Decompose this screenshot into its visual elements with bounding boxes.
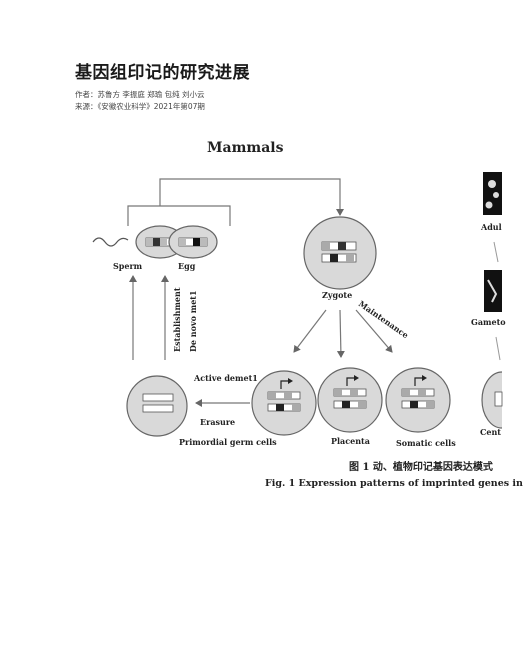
figure-diagram: Mammals Sperm Egg Zygote Maintenance Est…	[92, 140, 507, 448]
figure-caption-en: Fig. 1 Expression patterns of imprinted …	[265, 478, 523, 489]
article-title: 基因组印记的研究进展	[75, 63, 250, 83]
somatic-cell	[385, 367, 451, 433]
zygote-cell	[303, 216, 377, 290]
gametophyte-image	[484, 270, 502, 312]
label-erasure: Erasure	[200, 417, 235, 427]
zygote-chromosomes	[321, 241, 357, 263]
arrow-zygote-somatic	[355, 309, 393, 353]
pgc-erased-chromosomes	[142, 393, 174, 413]
figure-caption-cn: 图 1 动、植物印记基因表达模式	[349, 462, 493, 473]
adult-plant-image	[483, 172, 502, 215]
arrow-zygote-pgc	[293, 309, 327, 353]
label-somatic: Somatic cells	[396, 438, 456, 448]
label-zygote: Zygote	[322, 290, 352, 300]
plant-panel-partial: Adul Gameto Cent	[471, 172, 506, 437]
article-source: 来源：《安徽农业科学》2021年第07期	[75, 102, 205, 111]
label-de-novo: De novo met1	[188, 290, 198, 352]
label-placenta: Placenta	[331, 436, 370, 446]
somatic-chromosomes	[401, 375, 435, 409]
label-active-demet: Active demet1	[193, 373, 258, 383]
label-egg: Egg	[178, 261, 196, 271]
pgc-chromosomes	[267, 378, 301, 412]
label-establishment: Establishment	[172, 287, 182, 352]
fertilization-bracket	[127, 205, 231, 226]
label-gameto-partial: Gameto	[471, 317, 506, 327]
pgc-cell	[251, 370, 317, 436]
figure-heading: Mammals	[207, 140, 284, 156]
egg-chromosome	[178, 237, 208, 247]
label-adult-partial: Adul	[480, 222, 502, 232]
article-authors: 作者：苏鲁方 李振庭 郑瑜 包纯 刘小云	[75, 90, 205, 99]
placenta-cell	[317, 367, 383, 433]
fertilization-arrow	[159, 178, 344, 216]
label-sperm: Sperm	[113, 261, 143, 271]
arrow-zygote-placenta	[336, 309, 345, 358]
sperm-tail	[92, 237, 129, 247]
central-cell-partial	[481, 371, 503, 429]
label-pgc: Primordial germ cells	[179, 437, 277, 447]
placenta-chromosomes	[333, 375, 367, 409]
label-cent-partial: Cent	[480, 427, 501, 437]
